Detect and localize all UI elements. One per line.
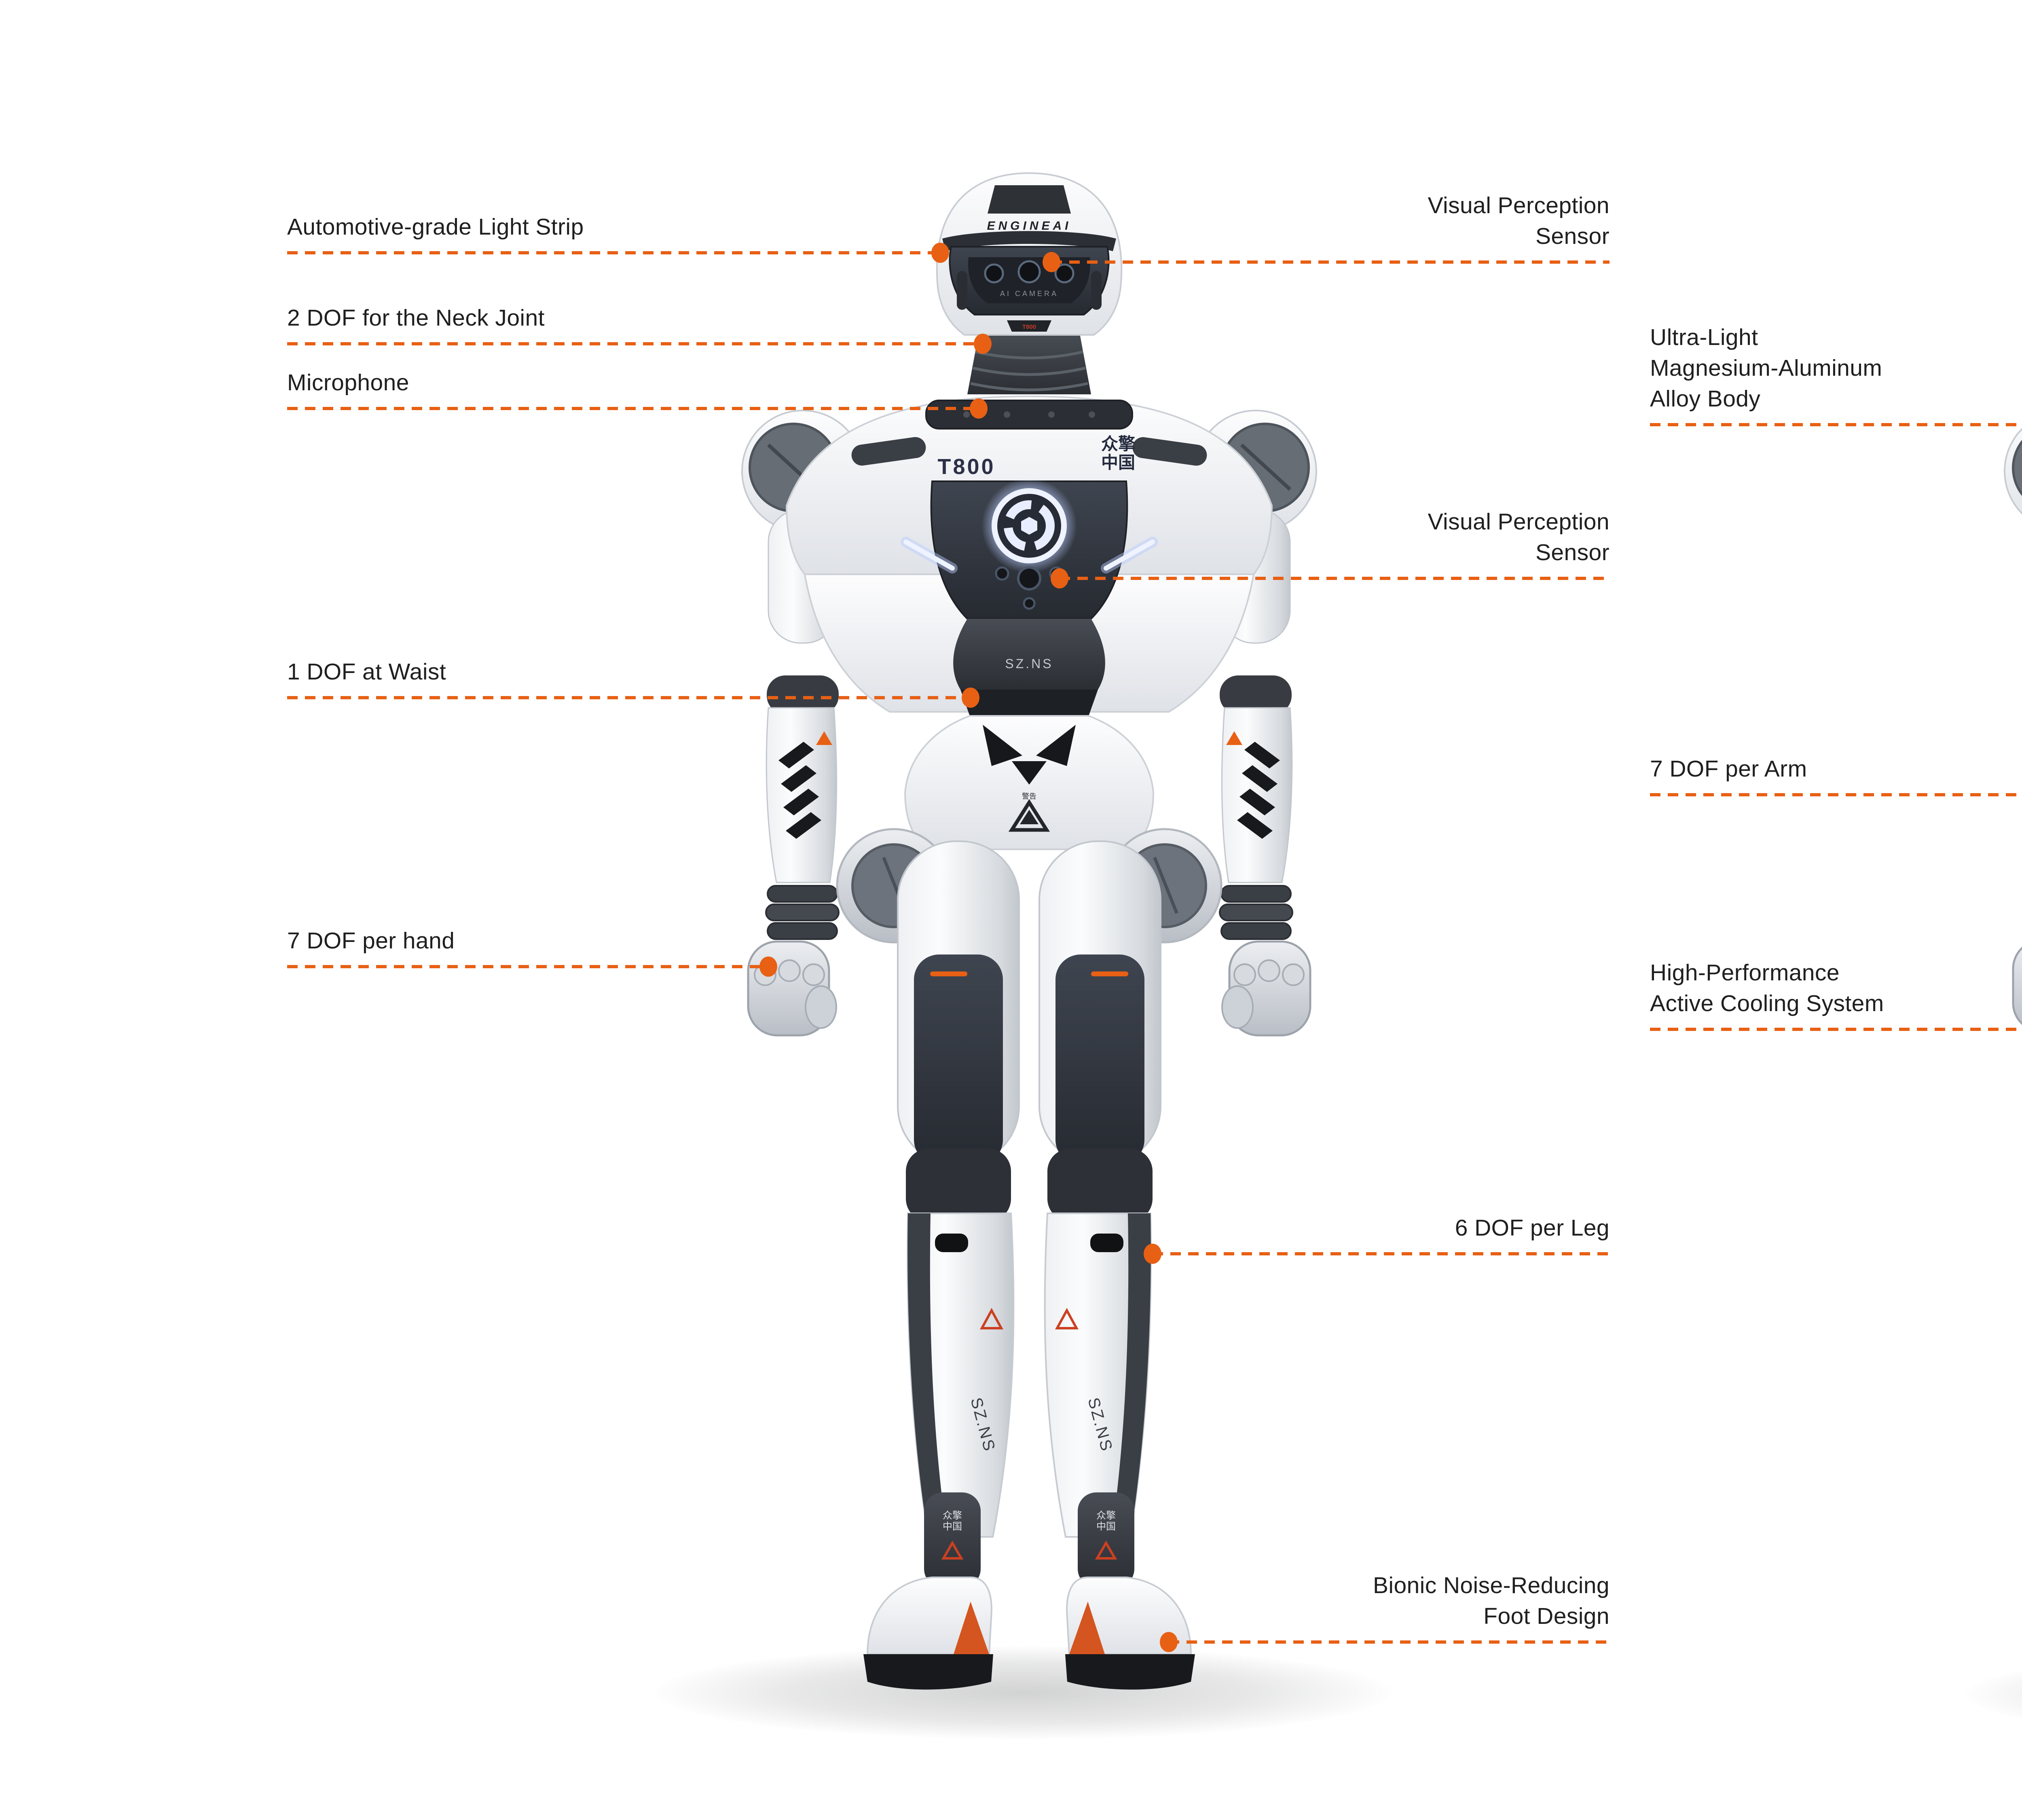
callout-microphone-line xyxy=(287,407,979,410)
front-right-leg: SZ.NS 众擎 中国 xyxy=(1038,840,1195,1690)
ankle-cn-left-1: 众擎 xyxy=(943,1510,962,1521)
callout-leg-line xyxy=(1153,1252,1610,1255)
callout-waist-line xyxy=(287,696,971,699)
callout-light-strip-label: Automotive-grade Light Strip xyxy=(287,214,584,240)
front-robot-illustration: T800 众擎 中国 SZ.NS 警告 xyxy=(741,172,1317,1690)
callout-vps-chest-dot xyxy=(1051,568,1068,588)
callout-vps-head-label: Visual Perception Sensor xyxy=(1428,193,1610,249)
callout-vps-head-dot xyxy=(1043,252,1060,272)
back-left-arm xyxy=(2004,427,2022,1025)
front-collar xyxy=(925,400,1133,430)
callout-waist-dot xyxy=(962,688,979,708)
chin-model-text: T800 xyxy=(1022,324,1036,330)
chest-cn-text-1: 众擎 xyxy=(1101,434,1135,453)
callout-neck-joint-dot xyxy=(974,334,992,354)
pelvis-warning-cn: 警告 xyxy=(1022,792,1036,800)
callout-alloy-body-label: Ultra-Light Magnesium-Aluminum Alloy Bod… xyxy=(1650,324,1882,412)
callout-foot-label: Bionic Noise-Reducing Foot Design xyxy=(1373,1572,1610,1629)
callout-light-strip-dot xyxy=(931,243,949,263)
belly-code-text: SZ.NS xyxy=(1005,656,1053,671)
front-neck xyxy=(967,334,1091,394)
callout-waist-label: 1 DOF at Waist xyxy=(287,659,446,685)
callout-cooling-line xyxy=(1650,1028,2022,1031)
callout-vps-head-line xyxy=(1051,260,1610,264)
callout-light-strip-line xyxy=(287,251,940,254)
callout-vps-chest-label: Visual Perception Sensor xyxy=(1428,509,1610,565)
front-left-leg: SZ.NS 众擎 中国 xyxy=(863,840,1020,1690)
callout-foot-line xyxy=(1169,1640,1610,1644)
callout-microphone-label: Microphone xyxy=(287,370,409,396)
front-pelvis: 警告 xyxy=(836,715,1223,944)
callout-vps-chest-line xyxy=(1060,577,1610,580)
callout-arm-line xyxy=(1650,793,2022,796)
ankle-cn-right-1: 众擎 xyxy=(1096,1510,1116,1521)
helmet-brand-text: ENGINEAI xyxy=(987,219,1071,233)
back-robot-illustration: ENGINEAI xyxy=(2004,427,2022,1025)
callout-leg-dot xyxy=(1144,1244,1161,1264)
front-torso: T800 众擎 中国 SZ.NS xyxy=(785,395,1273,716)
callout-leg-label: 6 DOF per Leg xyxy=(1455,1215,1610,1241)
front-robot-shadow xyxy=(655,1646,1391,1739)
ankle-cn-right-2: 中国 xyxy=(1096,1521,1116,1532)
camera-label-text: AI CAMERA xyxy=(1000,290,1058,298)
callout-hand-line xyxy=(287,965,768,968)
front-head: ENGINEAI AI CAMERA T800 xyxy=(936,172,1123,336)
callout-neck-joint-label: 2 DOF for the Neck Joint xyxy=(287,305,545,331)
callout-microphone-dot xyxy=(970,398,988,419)
callout-alloy-body-line xyxy=(1650,423,2022,426)
callout-foot-dot xyxy=(1160,1632,1178,1652)
chest-cn-text-2: 中国 xyxy=(1101,453,1135,472)
callout-hand-label: 7 DOF per hand xyxy=(287,928,455,954)
callout-neck-joint-line xyxy=(287,342,983,345)
ankle-cn-left-2: 中国 xyxy=(943,1521,962,1532)
chest-model-text: T800 xyxy=(937,455,995,479)
callout-arm-label: 7 DOF per Arm xyxy=(1650,756,1807,782)
callout-cooling-label: High-Performance Active Cooling System xyxy=(1650,960,1884,1016)
callout-hand-dot xyxy=(759,957,777,977)
